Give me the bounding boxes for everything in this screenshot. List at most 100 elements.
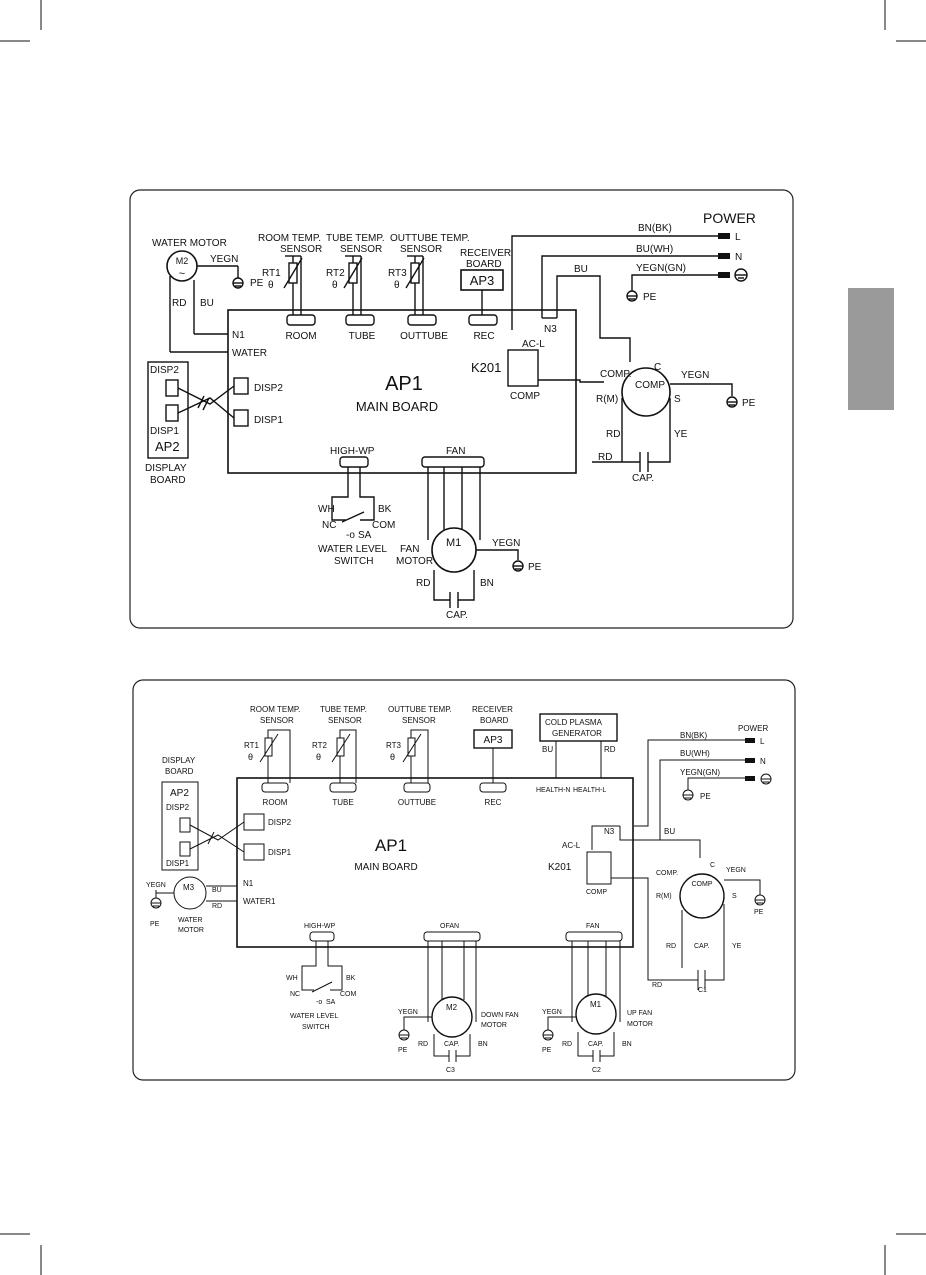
- high-wp-label: HIGH-WP: [304, 923, 335, 930]
- pe-label: PE: [542, 1047, 552, 1054]
- power-label: POWER: [738, 724, 768, 733]
- comp-dot-label: COMP.: [656, 870, 678, 877]
- disp2-connector-label: DISP2: [254, 383, 283, 394]
- down-fan-motor-title: DOWN FAN: [481, 1012, 519, 1019]
- c3-label: C3: [446, 1067, 455, 1074]
- k201-label: K201: [471, 360, 501, 375]
- disp1-connector-label: DISP1: [254, 415, 283, 426]
- room-sensor-subtitle: SENSOR: [280, 244, 322, 255]
- wh-label: WH: [286, 975, 298, 982]
- outtube-sensor-subtitle: SENSOR: [402, 716, 436, 725]
- disp2-label: DISP2: [166, 803, 190, 812]
- top-connectors: [286, 314, 498, 326]
- theta-label: θ: [394, 280, 400, 291]
- bn-bk-label: BN(BK): [638, 223, 672, 234]
- rt1-thermistor: [283, 255, 303, 315]
- cold-plasma-title: COLD PLASMA: [545, 718, 603, 727]
- disp1-connector-label: DISP1: [268, 848, 292, 857]
- health-n-label: HEALTH-N: [536, 787, 570, 794]
- bn-label: BN: [480, 578, 494, 589]
- wiring-diagram-2: AP1 MAIN BOARD ROOM TEMP. SENSOR TUBE TE…: [132, 679, 796, 1081]
- water-motor-title: WATER: [178, 917, 203, 924]
- cap-label: CAP.: [694, 943, 709, 950]
- outtube-sensor-subtitle: SENSOR: [400, 244, 442, 255]
- display-board-title: DISPLAY: [145, 463, 187, 474]
- pe-label: PE: [742, 398, 756, 409]
- yegn-label: YEGN: [146, 882, 166, 889]
- water-level-switch-title: WATER LEVEL: [318, 544, 387, 555]
- c-terminal-label: C: [710, 862, 715, 869]
- bn-label: BN: [622, 1041, 632, 1048]
- sa-label: SA: [326, 999, 336, 1006]
- health-l-label: HEALTH-L: [573, 787, 606, 794]
- main-board-ap1: [227, 309, 577, 474]
- m2-label: M2: [176, 256, 189, 266]
- rd-label: RD: [604, 745, 616, 754]
- water-motor-subtitle: MOTOR: [178, 927, 204, 934]
- outtube-sensor-title: OUTTUBE TEMP.: [388, 705, 452, 714]
- fan-motor-subtitle: MOTOR: [396, 556, 433, 567]
- comp-relay-label: COMP: [510, 391, 540, 402]
- ac-l-label: AC-L: [562, 841, 581, 850]
- ground-icon: [682, 789, 694, 801]
- r-m-label: R(M): [596, 394, 618, 405]
- ap3-label: AP3: [484, 735, 503, 746]
- m3-label: M3: [183, 883, 195, 892]
- tilde-symbol: ~: [179, 268, 185, 280]
- room-connector-label: ROOM: [263, 798, 288, 807]
- pe-label: PE: [150, 921, 160, 928]
- water-terminal: WATER: [232, 348, 267, 359]
- receiver-board-title: RECEIVER: [460, 248, 511, 259]
- water-motor-label: WATER MOTOR: [152, 238, 227, 249]
- power-ground-terminal: [718, 272, 730, 278]
- comp-label: COMP: [635, 380, 665, 391]
- rd-label: RD: [418, 1041, 428, 1048]
- n1-terminal: N1: [243, 879, 254, 888]
- m1-label: M1: [446, 537, 461, 549]
- switch-actuator-label: -o: [316, 999, 322, 1006]
- n-label: N: [760, 757, 766, 766]
- bu-label: BU: [542, 745, 553, 754]
- pe-label: PE: [754, 909, 764, 916]
- c1-label: C1: [698, 987, 707, 994]
- n3-label: N3: [544, 324, 557, 335]
- bu-label: BU: [574, 264, 588, 275]
- rec-connector-label: REC: [473, 331, 494, 342]
- com-label: COM: [340, 991, 357, 998]
- water-level-switch-subtitle: SWITCH: [302, 1024, 330, 1031]
- ap2-label: AP2: [170, 788, 189, 799]
- wh-label: WH: [318, 504, 335, 515]
- relay-k201: [586, 851, 612, 885]
- power-l-terminal: [745, 738, 755, 743]
- water-level-switch-subtitle: SWITCH: [334, 556, 373, 567]
- ap1-label: AP1: [385, 373, 423, 395]
- outtube-sensor-title: OUTTUBE TEMP.: [390, 233, 470, 244]
- theta-label: θ: [390, 752, 395, 762]
- tube-sensor-subtitle: SENSOR: [328, 716, 362, 725]
- outtube-connector-label: OUTTUBE: [400, 331, 448, 342]
- cap-label: CAP.: [444, 1041, 459, 1048]
- power-l-terminal: [718, 233, 730, 239]
- k201-label: K201: [548, 862, 572, 873]
- power-n-terminal: [718, 253, 730, 259]
- disp2-label: DISP2: [150, 365, 179, 376]
- tube-sensor-title: TUBE TEMP.: [326, 233, 385, 244]
- ground-icon: [512, 560, 524, 572]
- display-board-ap2: [161, 781, 199, 871]
- bu-label: BU: [200, 298, 214, 309]
- wiring-diagram-1: AP1 MAIN BOARD WATER MOTOR M2 ~ YEGN PE …: [129, 189, 794, 629]
- nc-label: NC: [290, 991, 300, 998]
- tube-sensor-title: TUBE TEMP.: [320, 705, 367, 714]
- main-board-label: MAIN BOARD: [354, 862, 417, 873]
- comp-relay-label: COMP: [586, 889, 607, 896]
- rec-connector-label: REC: [485, 798, 502, 807]
- rt3-label: RT3: [388, 268, 407, 279]
- display-board-title: DISPLAY: [162, 756, 196, 765]
- rt1-thermistor: [259, 729, 291, 783]
- room-connector-label: ROOM: [285, 331, 316, 342]
- outtube-connector-label: OUTTUBE: [398, 798, 436, 807]
- ground-icon: [150, 897, 162, 909]
- ap2-label: AP2: [155, 439, 180, 454]
- cap-label: CAP.: [632, 473, 654, 484]
